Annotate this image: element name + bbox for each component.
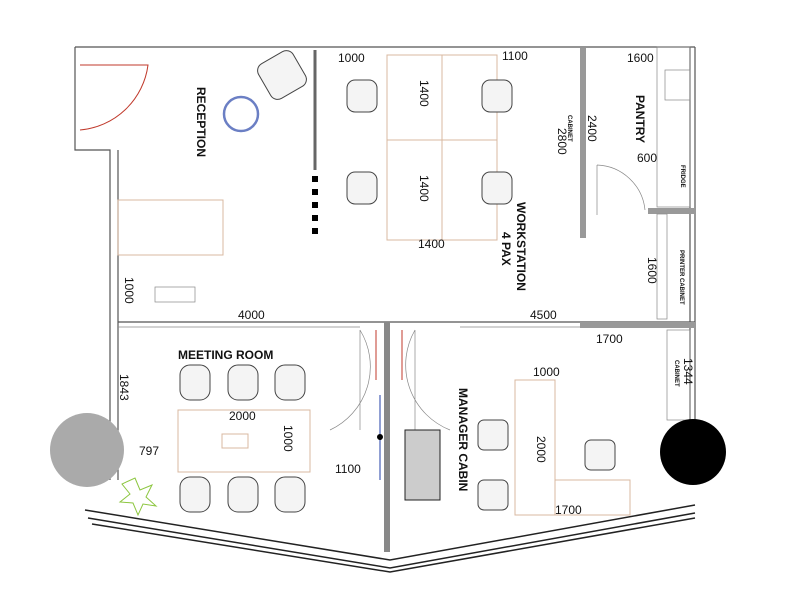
dimension-label: 4000 bbox=[238, 308, 265, 322]
round-column-black bbox=[660, 419, 726, 485]
dimension-label: 1000 bbox=[338, 51, 365, 65]
dimension-label: 1400 bbox=[417, 80, 431, 107]
walls bbox=[74, 46, 696, 573]
lounge-chair bbox=[257, 50, 307, 100]
label-workstation-pax: 4 PAX bbox=[499, 232, 513, 266]
manager-desk bbox=[514, 379, 556, 516]
dimension-label: 1000 bbox=[281, 425, 295, 452]
sofa bbox=[404, 429, 441, 501]
dimension-label: 1100 bbox=[502, 49, 528, 63]
dimension-label: 2400 bbox=[585, 115, 599, 142]
dimension-label: 1700 bbox=[596, 332, 623, 346]
meeting-table bbox=[177, 409, 311, 473]
dimension-label: 2000 bbox=[534, 436, 548, 463]
dimension-label: 1600 bbox=[645, 257, 659, 284]
dimension-label: 1100 bbox=[335, 462, 361, 476]
doors bbox=[79, 64, 646, 431]
dimension-label: 1000 bbox=[122, 277, 136, 304]
pantry-wall bbox=[580, 48, 586, 238]
dimension-label: 4500 bbox=[530, 308, 557, 322]
dimension-label: 1400 bbox=[418, 237, 445, 251]
dimension-label: 1000 bbox=[533, 365, 560, 379]
label-manager-cabinet: CABINET bbox=[673, 360, 679, 387]
label-manager-cabin: MANAGER CABIN bbox=[456, 388, 470, 491]
plant-icon bbox=[118, 477, 158, 517]
curved-glass-facade bbox=[84, 504, 696, 573]
label-workstation: WORKSTATION bbox=[514, 202, 528, 291]
room-labels: RECEPTION PANTRY WORKSTATION 4 PAX MEETI… bbox=[178, 87, 685, 491]
furniture bbox=[50, 50, 726, 517]
round-table bbox=[222, 95, 260, 133]
dimension-label: 1400 bbox=[417, 175, 431, 202]
dimension-label: 797 bbox=[139, 444, 159, 458]
dimension-label: 1843 bbox=[117, 374, 131, 401]
label-cabinet: CABINET bbox=[566, 115, 572, 142]
label-meeting-room: MEETING ROOM bbox=[178, 348, 273, 362]
dimension-label: 600 bbox=[637, 151, 657, 165]
round-column-grey bbox=[50, 413, 124, 487]
dimension-label: 1700 bbox=[555, 503, 582, 517]
reception-chair bbox=[154, 286, 196, 303]
label-printer-cabinet: PRINTER CABINET bbox=[678, 250, 684, 305]
dimensions: 1000 1100 1600 1400 1400 1400 2800 2400 … bbox=[117, 49, 695, 517]
sink bbox=[664, 69, 691, 101]
dimension-label: 1600 bbox=[627, 51, 654, 65]
cabin-partition bbox=[384, 322, 390, 552]
dimension-label: 2800 bbox=[555, 128, 569, 155]
label-fridge: FRIDGE bbox=[679, 165, 685, 188]
hatched-wall bbox=[580, 322, 695, 328]
label-reception: RECEPTION bbox=[194, 87, 208, 157]
label-pantry: PANTRY bbox=[633, 95, 647, 143]
dimension-label: 2000 bbox=[229, 409, 256, 423]
dimension-label: 1344 bbox=[681, 358, 695, 385]
reception-desk bbox=[117, 199, 224, 256]
